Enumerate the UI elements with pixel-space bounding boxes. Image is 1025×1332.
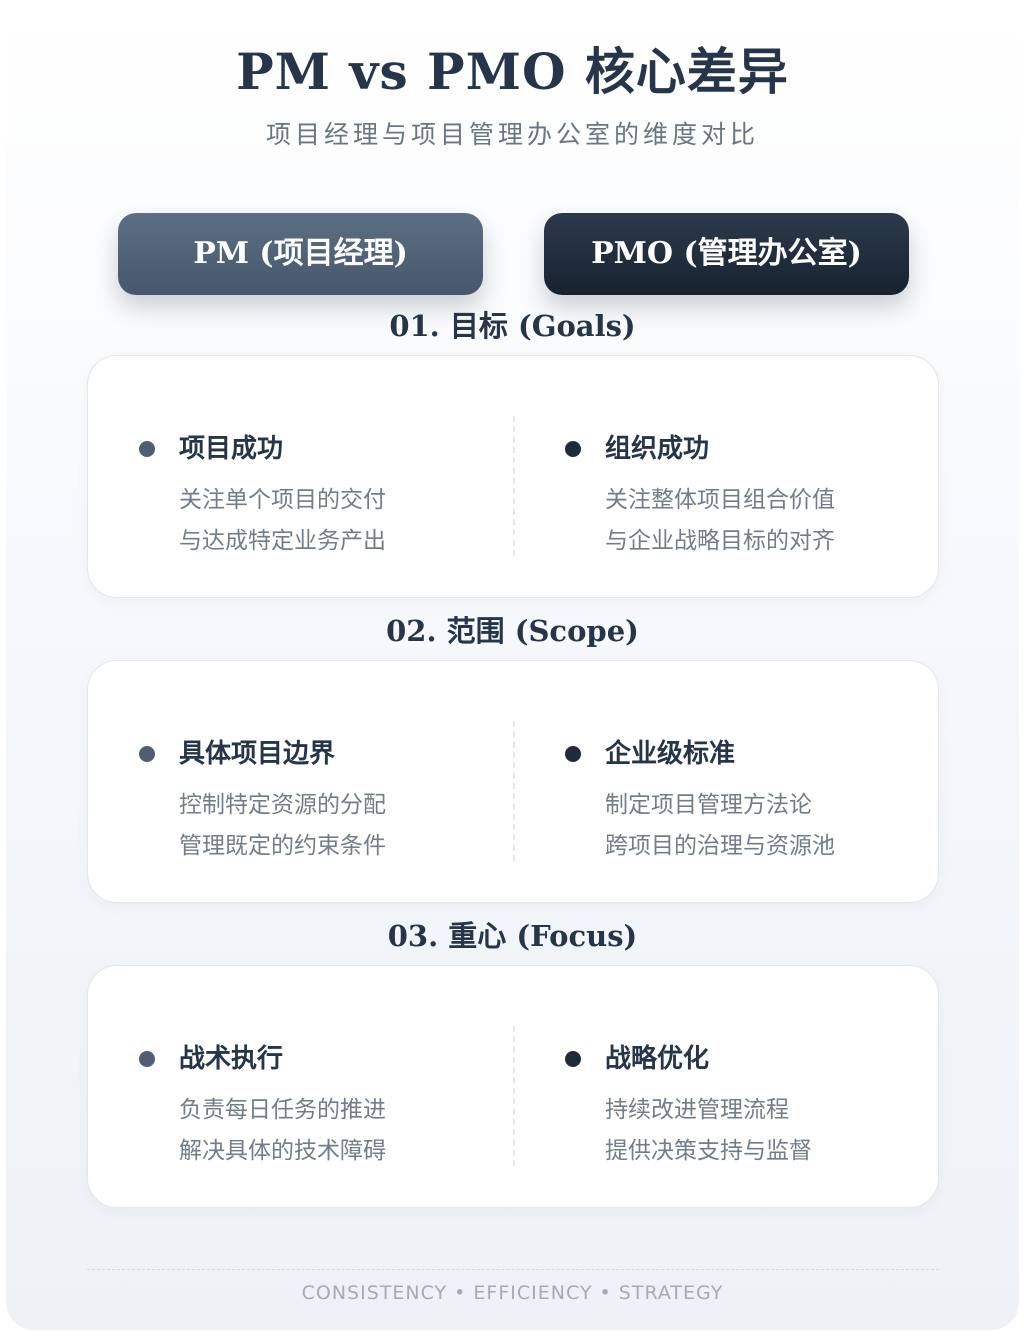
- pm-goal-line-2: 与达成特定业务产出: [179, 528, 386, 554]
- section-card-focus: 战术执行 负责每日任务的推进 解决具体的技术障碍 战略优化 持续改进管理流程 提…: [87, 965, 939, 1208]
- comparison-page: PM vs PMO 核心差异 项目经理与项目管理办公室的维度对比 PM (项目经…: [6, 4, 1019, 1330]
- pm-goal-line-1: 关注单个项目的交付: [179, 487, 386, 513]
- bullet-dot: [565, 1051, 581, 1067]
- column-divider: [513, 416, 515, 556]
- bullet-dot: [139, 441, 155, 457]
- page-subtitle: 项目经理与项目管理办公室的维度对比: [265, 120, 759, 149]
- pmo-goal-line-1: 关注整体项目组合价值: [605, 487, 835, 513]
- bullet-dot: [139, 746, 155, 762]
- pmo-scope-line-1: 制定项目管理方法论: [605, 792, 812, 818]
- section-card-scope: 具体项目边界 控制特定资源的分配 管理既定的约束条件 企业级标准 制定项目管理方…: [87, 660, 939, 903]
- pm-focus-line-2: 解决具体的技术障碍: [179, 1138, 386, 1164]
- page-title: PM vs PMO 核心差异: [236, 42, 789, 101]
- pmo-focus-title: 战略优化: [605, 1044, 710, 1074]
- pmo-column-header-button[interactable]: PMO (管理办公室): [544, 213, 909, 295]
- section-title-focus: 03. 重心 (Focus): [387, 919, 638, 953]
- pm-scope-line-1: 控制特定资源的分配: [179, 792, 386, 818]
- pmo-goal-title: 组织成功: [605, 434, 710, 464]
- footer-tagline: CONSISTENCY • EFFICIENCY • STRATEGY: [301, 1282, 724, 1304]
- pmo-goal-line-2: 与企业战略目标的对齐: [605, 528, 835, 554]
- pmo-scope-line-2: 跨项目的治理与资源池: [605, 833, 835, 859]
- section-title-goals: 01. 目标 (Goals): [389, 309, 636, 343]
- pm-scope-title: 具体项目边界: [179, 739, 336, 769]
- footer-divider: [87, 1269, 939, 1270]
- pm-scope-line-2: 管理既定的约束条件: [179, 833, 386, 859]
- section-title-scope: 02. 范围 (Scope): [386, 614, 639, 648]
- pm-goal-title: 项目成功: [179, 434, 284, 464]
- bullet-dot: [565, 441, 581, 457]
- bullet-dot: [565, 746, 581, 762]
- pmo-focus-line-2: 提供决策支持与监督: [605, 1138, 812, 1164]
- pmo-scope-title: 企业级标准: [605, 739, 736, 769]
- pm-focus-title: 战术执行: [179, 1044, 284, 1074]
- pm-focus-line-1: 负责每日任务的推进: [179, 1097, 386, 1123]
- pm-column-header-button[interactable]: PM (项目经理): [118, 213, 483, 295]
- column-divider: [513, 1026, 515, 1166]
- column-divider: [513, 721, 515, 861]
- pmo-focus-line-1: 持续改进管理流程: [605, 1097, 789, 1123]
- section-card-goals: 项目成功 关注单个项目的交付 与达成特定业务产出 组织成功 关注整体项目组合价值…: [87, 355, 939, 598]
- bullet-dot: [139, 1051, 155, 1067]
